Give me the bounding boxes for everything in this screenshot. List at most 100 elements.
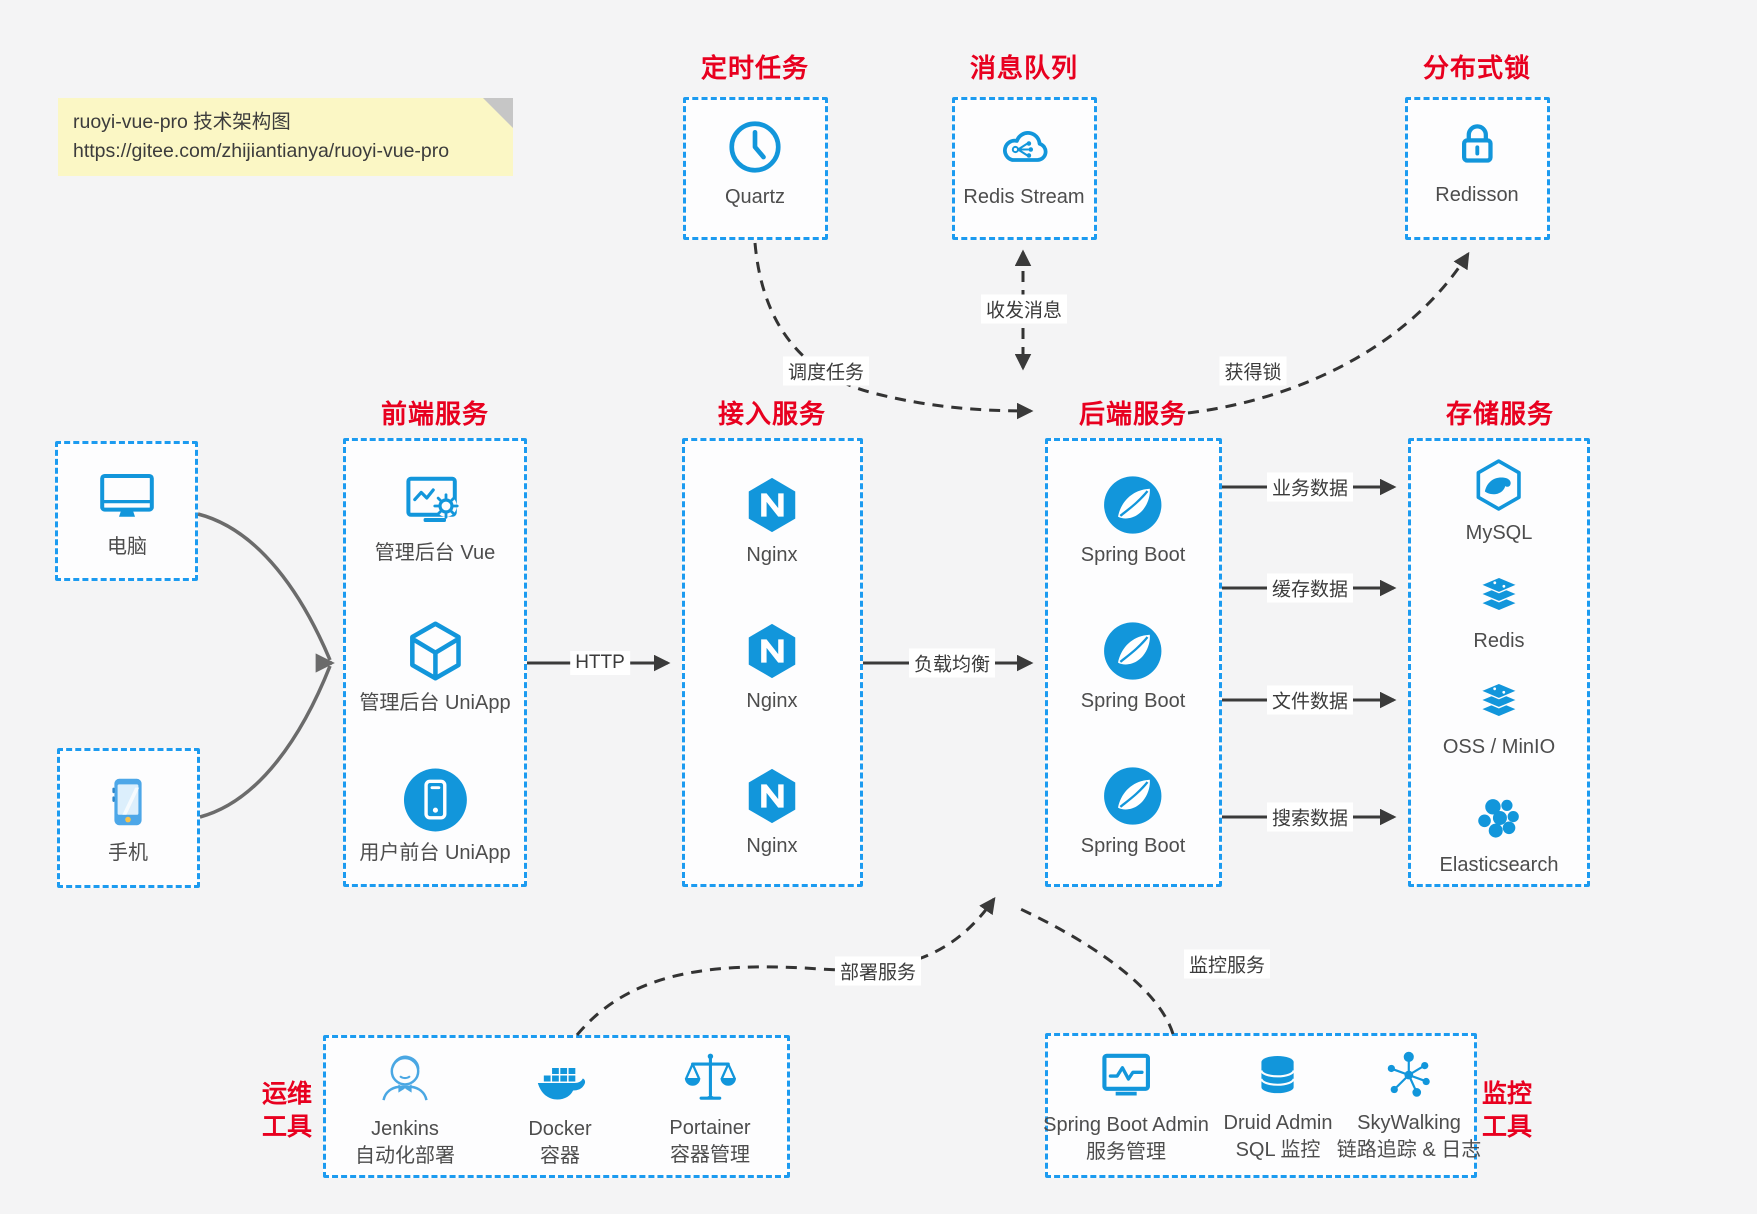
note-url: https://gitee.com/zhijiantianya/ruoyi-vu… [73, 140, 450, 163]
mysql-icon [1470, 456, 1528, 514]
box-message-queue [952, 97, 1097, 240]
desktop-icon [95, 464, 159, 528]
node-redis: Redis [1471, 566, 1527, 653]
node-redis-stream: Redis Stream [963, 118, 1085, 209]
node-label: SkyWalking [1357, 1112, 1461, 1134]
note-title: ruoyi-vue-pro 技术架构图 [73, 111, 291, 133]
title-ops-tools: 运维 工具 [262, 1078, 312, 1144]
node-user-uniapp: 用户前台 UniApp [359, 766, 511, 865]
node-oss-minio: OSS / MinIO [1443, 672, 1555, 759]
monitor-tools-line2: 工具 [1481, 1113, 1533, 1141]
node-label: Docker [528, 1118, 592, 1140]
title-backend-services: 后端服务 [1078, 399, 1188, 429]
node-label: Nginx [746, 690, 798, 712]
node-skywalking: SkyWalking 链路追踪 & 日志 [1337, 1046, 1481, 1162]
node-label: Portainer [669, 1117, 751, 1139]
smartphone-icon [96, 770, 160, 834]
node-label: Spring Boot [1080, 835, 1186, 857]
node-admin-uniapp: 管理后台 UniApp [359, 618, 511, 715]
node-docker: Docker 容器 [528, 1050, 592, 1168]
node-label: Spring Boot [1080, 544, 1186, 566]
druid-database-icon [1250, 1048, 1306, 1104]
elasticsearch-icon [1471, 790, 1527, 846]
node-quartz: Quartz [724, 116, 786, 209]
skywalking-icon [1380, 1046, 1438, 1104]
admin-vue-icon [403, 470, 467, 534]
node-sublabel: SQL 监控 [1235, 1139, 1321, 1161]
edge-label-acquire-lock: 获得锁 [1219, 356, 1287, 386]
node-label: Redisson [1435, 184, 1519, 206]
clock-icon [724, 116, 786, 178]
node-label: 管理后台 UniApp [359, 692, 511, 714]
node-label: Elasticsearch [1439, 854, 1559, 876]
spring-boot-icon [1102, 474, 1164, 536]
title-distributed-lock: 分布式锁 [1422, 53, 1532, 83]
node-nginx-2: Nginx [741, 620, 803, 713]
edge-label-cache-data: 缓存数据 [1266, 573, 1354, 603]
node-druid-admin: Druid Admin SQL 监控 [1224, 1048, 1332, 1162]
node-sublabel: 容器 [539, 1145, 580, 1167]
ops-tools-line2: 工具 [261, 1113, 313, 1141]
box-storage-services [1408, 438, 1590, 887]
node-label: Nginx [746, 835, 798, 857]
edge-label-business-data: 业务数据 [1266, 472, 1354, 502]
user-app-icon [401, 766, 469, 834]
cloud-stream-icon [994, 118, 1054, 178]
edge-label-search-data: 搜索数据 [1266, 802, 1354, 832]
jenkins-icon [372, 1044, 438, 1110]
edge-label-monitor-service: 监控服务 [1183, 949, 1271, 979]
title-storage-services: 存储服务 [1445, 399, 1555, 429]
node-label: Redis Stream [963, 186, 1085, 208]
node-sublabel: 链路追踪 & 日志 [1336, 1139, 1482, 1161]
edge-label-schedule-task: 调度任务 [782, 356, 870, 386]
node-sublabel: 自动化部署 [355, 1145, 455, 1167]
node-label: OSS / MinIO [1442, 736, 1556, 758]
edge-label-deploy-service: 部署服务 [834, 956, 922, 986]
node-redisson: Redisson [1435, 114, 1519, 207]
sticky-note: ruoyi-vue-pro 技术架构图 https://gitee.com/zh… [58, 98, 513, 176]
redis-stack-icon [1471, 566, 1527, 622]
node-label: 用户前台 UniApp [359, 842, 511, 864]
box-distributed-lock [1405, 97, 1550, 240]
node-nginx-1: Nginx [741, 474, 803, 567]
node-elasticsearch: Elasticsearch [1439, 790, 1559, 877]
node-portainer: Portainer 容器管理 [669, 1047, 751, 1167]
node-label: 电脑 [107, 536, 147, 558]
lock-icon [1446, 114, 1508, 176]
node-spring-boot-admin: Spring Boot Admin 服务管理 [1043, 1046, 1209, 1164]
node-label: MySQL [1465, 522, 1533, 544]
curve-phone-to-frontend [199, 665, 332, 819]
node-label: Redis [1473, 630, 1525, 652]
docker-icon [530, 1050, 590, 1110]
edge-label-http: HTTP [570, 651, 630, 675]
ops-tools-line1: 运维 [261, 1080, 313, 1108]
edge-label-load-balance: 负载均衡 [908, 648, 996, 678]
node-label: 管理后台 Vue [374, 542, 496, 564]
monitor-tools-line1: 监控 [1481, 1080, 1533, 1108]
node-spring-boot-1: Spring Boot [1080, 474, 1186, 567]
nginx-icon [741, 765, 803, 827]
nginx-icon [741, 474, 803, 536]
node-sublabel: 容器管理 [670, 1144, 750, 1166]
spring-boot-icon [1102, 620, 1164, 682]
portainer-scales-icon [679, 1047, 741, 1109]
node-mysql: MySQL [1465, 456, 1533, 545]
spring-boot-admin-icon [1096, 1046, 1156, 1106]
node-sublabel: 服务管理 [1086, 1141, 1166, 1163]
arrow-deploy-service [575, 896, 996, 1036]
node-label: Spring Boot Admin [1043, 1114, 1209, 1136]
title-scheduled-task: 定时任务 [700, 53, 810, 83]
node-label: Spring Boot [1080, 690, 1186, 712]
node-nginx-3: Nginx [741, 765, 803, 858]
oss-stack-icon [1471, 672, 1527, 728]
title-gateway-services: 接入服务 [717, 399, 827, 429]
arrow-acquire-lock [1187, 251, 1470, 415]
node-label: Quartz [724, 186, 786, 208]
node-label: Nginx [746, 544, 798, 566]
uniapp-cube-icon [402, 618, 468, 684]
curve-pc-to-frontend [197, 512, 332, 661]
node-admin-vue: 管理后台 Vue [375, 470, 495, 565]
node-spring-boot-3: Spring Boot [1080, 765, 1186, 858]
arrow-schedule-task [753, 242, 1034, 420]
